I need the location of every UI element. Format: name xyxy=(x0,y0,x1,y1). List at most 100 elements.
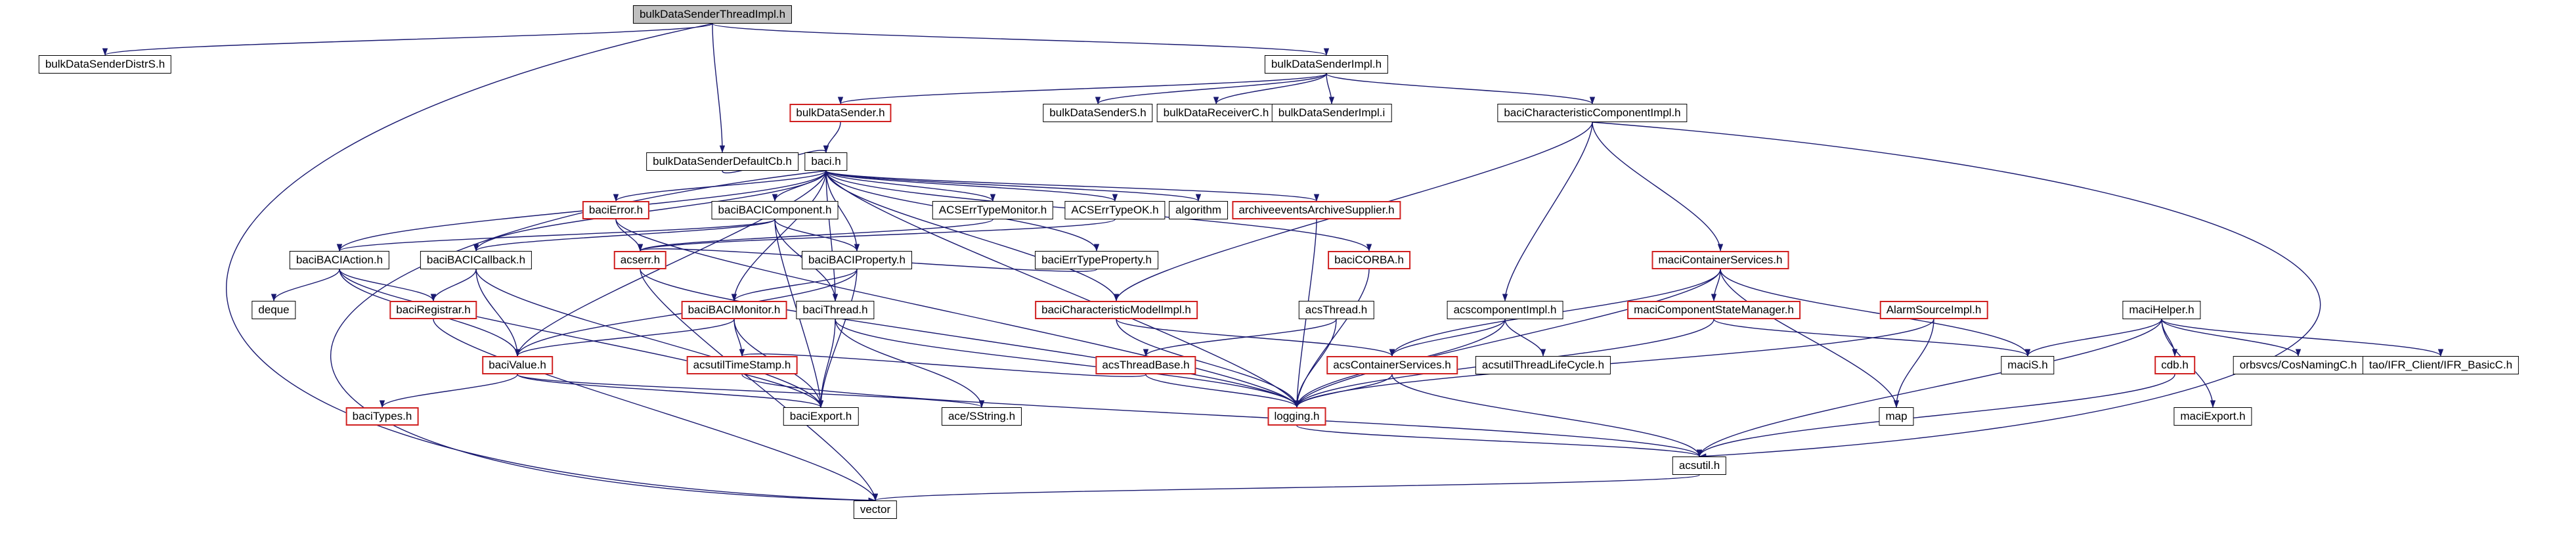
node-bacibaciproperty-h[interactable]: baciBACIProperty.h xyxy=(801,251,913,269)
node-bacibaciaction-h[interactable]: baciBACIAction.h xyxy=(289,251,390,269)
include-edge-33-39 xyxy=(2024,319,2162,357)
node-label: bulkDataSenderImpl.h xyxy=(1271,58,1382,70)
node-label: baciErrTypeProperty.h xyxy=(1041,254,1152,266)
node-acserrtypemonitor-h[interactable]: ACSErrTypeMonitor.h xyxy=(932,201,1054,219)
node-label: algorithm xyxy=(1175,204,1221,216)
node-alarmsourceimpl-h[interactable]: AlarmSourceImpl.h xyxy=(1879,301,1988,319)
include-edge-11-46 xyxy=(615,219,1300,408)
include-edge-29-46 xyxy=(1294,319,1337,408)
node-label: baci.h xyxy=(811,155,841,167)
node-archiveeventsarchivesupplier-h[interactable]: archiveeventsArchiveSupplier.h xyxy=(1232,201,1401,219)
include-edge-23-47 xyxy=(1720,269,1900,408)
include-edge-29-36 xyxy=(1143,319,1337,357)
node-acserrtypeok-h[interactable]: ACSErrTypeOK.h xyxy=(1064,201,1166,219)
include-edge-37-49 xyxy=(1391,374,1703,457)
include-edge-10-50 xyxy=(330,170,876,503)
node-label: baciTypes.h xyxy=(352,410,412,422)
node-label: acscomponentImpl.h xyxy=(1453,303,1557,316)
include-edge-33-41 xyxy=(2161,319,2302,357)
node-bacicharacteristicmodelimpl-h[interactable]: baciCharacteristicModelImpl.h xyxy=(1035,301,1198,319)
node-acscomponentimpl-h[interactable]: acscomponentImpl.h xyxy=(1447,301,1563,319)
node-deque[interactable]: deque xyxy=(251,301,296,319)
node-bacibacicallback-h[interactable]: baciBACICallback.h xyxy=(420,251,533,269)
node-label: baciBACIMonitor.h xyxy=(688,303,781,316)
node-bulkdatasenderdistrs-h[interactable]: bulkDataSenderDistrS.h xyxy=(38,55,172,74)
include-edge-1-2 xyxy=(102,23,713,56)
node-vector[interactable]: vector xyxy=(853,501,898,519)
node-label: bulkDataSenderImpl.i xyxy=(1278,106,1386,119)
node-label: baciThread.h xyxy=(802,303,868,316)
node-macis-h[interactable]: maciS.h xyxy=(2001,356,2055,374)
node-bacicorba-h[interactable]: baciCORBA.h xyxy=(1328,251,1410,269)
include-edge-14-19 xyxy=(638,219,1116,252)
include-edge-25-50 xyxy=(433,319,879,501)
node-label: ACSErrTypeMonitor.h xyxy=(938,204,1047,216)
node-cdb-h[interactable]: cdb.h xyxy=(2154,356,2195,374)
node-ace-sstring-h[interactable]: ace/SString.h xyxy=(941,407,1022,426)
node-acserr-h[interactable]: acserr.h xyxy=(613,251,667,269)
node-baci-h[interactable]: baci.h xyxy=(804,152,848,171)
node-bulkdatasenderimpl-i[interactable]: bulkDataSenderImpl.i xyxy=(1271,104,1392,122)
node-orbsvcs-cosnamingc-h[interactable]: orbsvcs/CosNamingC.h xyxy=(2233,356,2364,374)
node-acsthreadbase-h[interactable]: acsThreadBase.h xyxy=(1095,356,1196,374)
include-edge-8-30 xyxy=(1502,122,1593,301)
include-edge-1-9 xyxy=(712,23,726,153)
include-edge-23-31 xyxy=(1711,269,1721,301)
include-edge-34-45 xyxy=(517,374,984,408)
node-macicontainerservices-h[interactable]: maciContainerServices.h xyxy=(1651,251,1789,269)
node-label: baciBACIComponent.h xyxy=(718,204,832,216)
node-acsthread-h[interactable]: acsThread.h xyxy=(1298,301,1374,319)
node-label: acsContainerServices.h xyxy=(1333,359,1451,371)
node-acsutil-h[interactable]: acsutil.h xyxy=(1672,456,1727,475)
node-bacierror-h[interactable]: baciError.h xyxy=(582,201,650,219)
node-label: maciExport.h xyxy=(2180,410,2246,422)
node-bulkdatasender-h[interactable]: bulkDataSender.h xyxy=(789,104,892,122)
node-bacibacimonitor-h[interactable]: baciBACIMonitor.h xyxy=(681,301,787,319)
node-bacithread-h[interactable]: baciThread.h xyxy=(796,301,875,319)
node-bulkdatasenderdefaultcb-h[interactable]: bulkDataSenderDefaultCb.h xyxy=(646,152,798,171)
include-edge-26-34 xyxy=(514,319,735,357)
node-label: baciValue.h xyxy=(489,359,546,371)
node-maciexport-h[interactable]: maciExport.h xyxy=(2173,407,2252,426)
node-acsutiltimestamp-h[interactable]: acsutilTimeStamp.h xyxy=(686,356,798,374)
node-bacivalue-h[interactable]: baciValue.h xyxy=(482,356,553,374)
node-bulkdatareceiverc-h[interactable]: bulkDataReceiverC.h xyxy=(1156,104,1276,122)
include-edge-12-17 xyxy=(337,219,775,252)
node-acscontainerservices-h[interactable]: acsContainerServices.h xyxy=(1326,356,1458,374)
node-macicomponentstatemanager-h[interactable]: maciComponentStateManager.h xyxy=(1627,301,1801,319)
node-logging-h[interactable]: logging.h xyxy=(1267,407,1326,426)
node-bulkdatasenderthreadimpl-h[interactable]: bulkDataSenderThreadImpl.h xyxy=(632,5,793,24)
include-edge-8-49 xyxy=(1592,122,2321,459)
node-label: orbsvcs/CosNamingC.h xyxy=(2239,359,2357,371)
node-algorithm[interactable]: algorithm xyxy=(1169,201,1228,219)
node-bacitypes-h[interactable]: baciTypes.h xyxy=(345,407,419,426)
include-edge-10-11 xyxy=(613,170,827,202)
node-acsutilthreadlifecycle-h[interactable]: acsutilThreadLifeCycle.h xyxy=(1475,356,1611,374)
node-baciexport-h[interactable]: baciExport.h xyxy=(783,407,859,426)
node-label: acsutilTimeStamp.h xyxy=(693,359,791,371)
include-edge-35-49 xyxy=(741,374,1702,457)
node-label: baciExport.h xyxy=(789,410,852,422)
include-edge-4-10 xyxy=(823,122,841,153)
node-map[interactable]: map xyxy=(1879,407,1914,426)
node-label: baciBACIProperty.h xyxy=(808,254,906,266)
node-label: ace/SString.h xyxy=(948,410,1016,422)
include-edge-27-46 xyxy=(835,319,1300,408)
node-bacierrtypeproperty-h[interactable]: baciErrTypeProperty.h xyxy=(1035,251,1158,269)
include-edge-10-16 xyxy=(825,170,1319,202)
node-macihelper-h[interactable]: maciHelper.h xyxy=(2122,301,2201,319)
node-bacibacicomponent-h[interactable]: baciBACIComponent.h xyxy=(711,201,839,219)
node-bacicharacteristiccomponentimpl-h[interactable]: baciCharacteristicComponentImpl.h xyxy=(1497,104,1688,122)
node-label: bulkDataSenderDistrS.h xyxy=(45,58,165,70)
node-bulkdatasenders-h[interactable]: bulkDataSenderS.h xyxy=(1043,104,1153,122)
node-baciregistrar-h[interactable]: baciRegistrar.h xyxy=(389,301,477,319)
node-label: acsThread.h xyxy=(1305,303,1368,316)
node-label: maciComponentStateManager.h xyxy=(1634,303,1794,316)
node-label: bulkDataSender.h xyxy=(796,106,885,119)
node-label: baciCharacteristicModelImpl.h xyxy=(1041,303,1191,316)
node-tao-ifr-client-ifr-basicc-h[interactable]: tao/IFR_Client/IFR_BasicC.h xyxy=(2362,356,2520,374)
include-edge-34-43 xyxy=(379,374,518,408)
node-bulkdatasenderimpl-h[interactable]: bulkDataSenderImpl.h xyxy=(1264,55,1389,74)
node-label: maciHelper.h xyxy=(2129,303,2194,316)
